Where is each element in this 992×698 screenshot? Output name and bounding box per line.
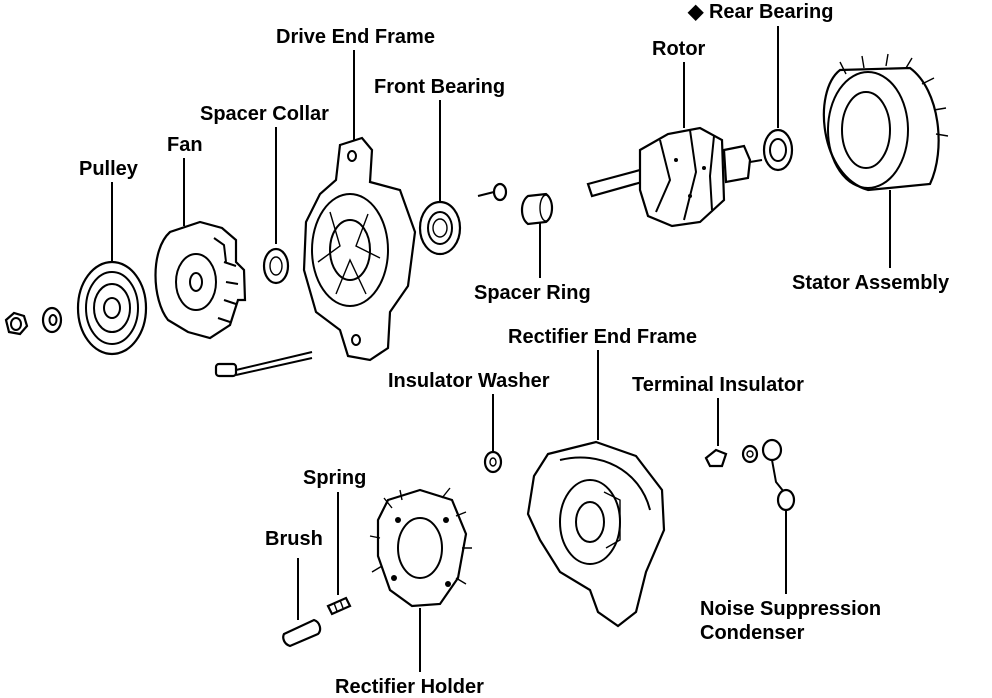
insulator-washer-part (483, 450, 503, 474)
label-rectifier-end-frame: Rectifier End Frame (508, 326, 697, 348)
fan-part (154, 220, 247, 340)
noise-condenser-part (771, 459, 796, 512)
label-stator-assembly: Stator Assembly (792, 272, 950, 294)
front-bearing-part (418, 200, 462, 256)
label-front-bearing: Front Bearing (374, 76, 506, 98)
label-fan: Fan (167, 134, 203, 156)
rotor-part (586, 126, 763, 228)
label-noise-suppression: Noise Suppression (700, 598, 882, 620)
through-bolt (214, 351, 313, 378)
label-terminal-insulator: Terminal Insulator (632, 374, 804, 396)
label-pulley: Pulley (79, 158, 138, 180)
rear-bearing-part (762, 128, 794, 172)
rear-bearing-diamond-marker: ◆ (688, 1, 704, 23)
rectifier-holder-part (369, 487, 472, 608)
label-spacer-collar: Spacer Collar (200, 103, 329, 125)
spacer-ring-part (520, 192, 554, 226)
pulley-part (76, 260, 148, 356)
spacer-collar-part (262, 247, 290, 285)
label-condenser: Condenser (700, 622, 805, 644)
leader-lines (111, 26, 891, 672)
label-spacer-ring: Spacer Ring (474, 282, 591, 304)
brush-part (282, 618, 322, 648)
terminal-insulator-part (704, 438, 783, 468)
nut-part (4, 311, 29, 336)
drive-end-frame-part (302, 136, 417, 362)
label-rectifier-holder: Rectifier Holder (335, 676, 484, 698)
label-rotor: Rotor (652, 38, 706, 60)
label-brush: Brush (265, 528, 323, 550)
label-rear-bearing: ◆ Rear Bearing (688, 1, 833, 23)
washer-part (41, 306, 63, 334)
spring-part (326, 596, 352, 616)
label-spring: Spring (303, 467, 367, 489)
small-screw-part (477, 182, 508, 202)
rectifier-end-frame-part (526, 440, 666, 628)
stator-assembly-part (822, 53, 949, 192)
label-rear-bearing-text: Rear Bearing (708, 1, 834, 23)
label-insulator-washer: Insulator Washer (388, 370, 550, 392)
label-drive-end-frame: Drive End Frame (276, 26, 435, 48)
